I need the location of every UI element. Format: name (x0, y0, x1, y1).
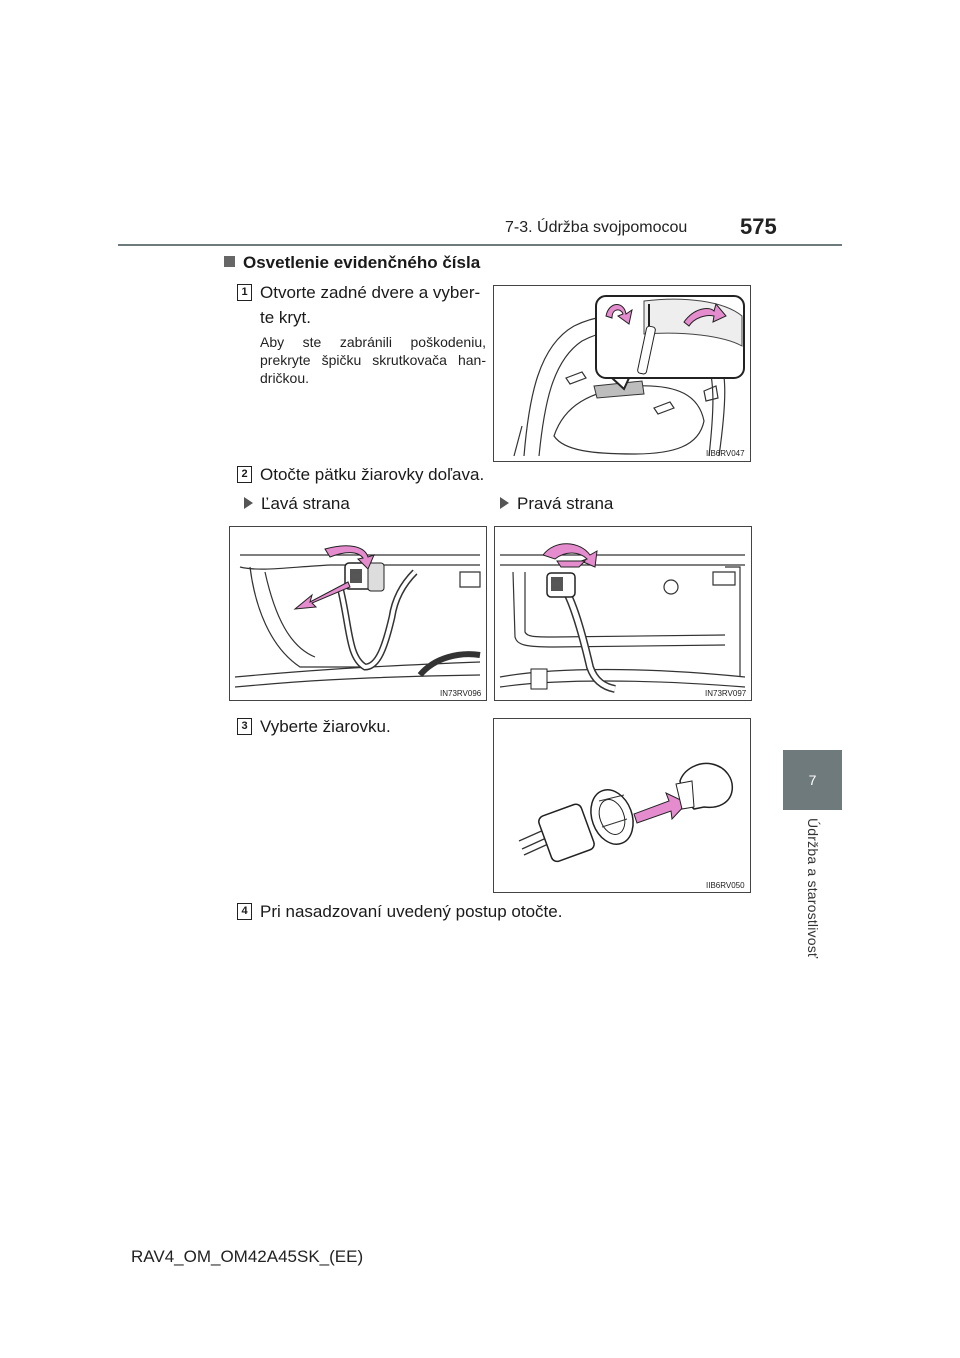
chapter-tab (783, 750, 842, 810)
section-heading: Osvetlenie evidenčného čísla (224, 253, 480, 273)
triangle-bullet-icon (500, 497, 509, 509)
step-2-text: Otočte pätku žiarovky doľava. (260, 465, 485, 484)
tailgate-illustration (513, 295, 745, 457)
figure-code: IN73RV096 (440, 689, 482, 698)
step-2-badge: 2 (237, 466, 252, 483)
step-1-badge: 1 (237, 284, 252, 301)
step-4-text: Pri nasadzovaní uvedený postup otočte. (260, 902, 563, 921)
figure-code: IIB6RV047 (706, 449, 745, 458)
figure-remove-bulb: IIB6RV050 (493, 718, 751, 893)
step-3-badge: 3 (237, 718, 252, 735)
figure-code: IN73RV097 (705, 689, 747, 698)
page-number: 575 (740, 214, 777, 239)
step-1-text-line2: te kryt. (260, 308, 312, 327)
document-code: RAV4_OM_OM42A45SK_(EE) (131, 1247, 364, 1266)
right-socket-illustration (499, 543, 746, 693)
step-4-badge: 4 (237, 903, 252, 920)
left-side-label-text: Ľavá strana (261, 494, 350, 513)
chapter-number: 7 (808, 772, 817, 788)
step-1-note: Aby ste zabránili poškodeniu, prekryte š… (260, 334, 486, 386)
figure-code: IIB6RV050 (706, 881, 745, 890)
chapter-label-text: Údržba a starostlivosť (805, 818, 821, 959)
triangle-bullet-icon (244, 497, 253, 509)
step-3-text: Vyberte žiarovku. (260, 717, 391, 736)
heading-text: Osvetlenie evidenčného čísla (243, 253, 481, 272)
figure-left-socket: IN73RV096 (229, 526, 487, 701)
right-side-label: Pravá strana (500, 494, 613, 514)
header-divider (118, 244, 842, 246)
figure-right-socket: IN73RV097 (494, 526, 752, 701)
left-side-label: Ľavá strana (244, 494, 350, 514)
right-side-label-text: Pravá strana (517, 494, 614, 513)
left-socket-illustration (234, 545, 481, 688)
heading-square-icon (224, 256, 235, 267)
chapter-label: Údržba a starostlivosť (805, 818, 825, 978)
section-title: 7-3. Údržba svojpomocou (505, 219, 688, 236)
step-1-text-line1: Otvorte zadné dvere a vyber- (260, 283, 481, 302)
figure-tailgate-cover: IIB6RV047 (493, 285, 751, 462)
bulb-removal-illustration (518, 762, 734, 863)
